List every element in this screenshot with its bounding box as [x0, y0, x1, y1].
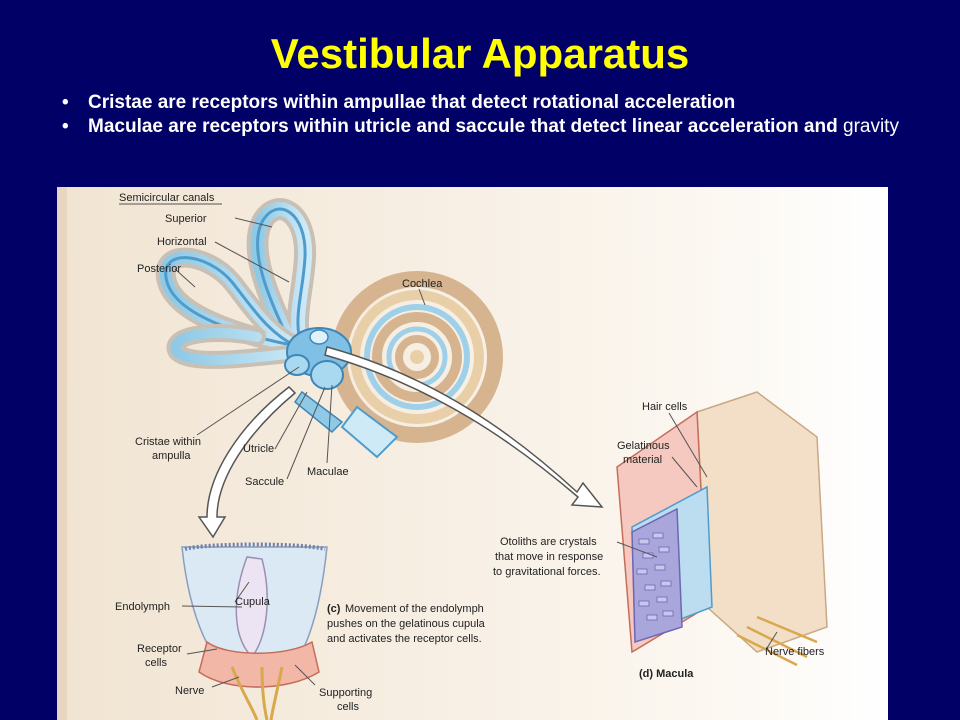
label-horizontal: Horizontal — [157, 236, 207, 248]
label-otoliths-3: to gravitational forces. — [493, 566, 601, 578]
bullet-cristae: Cristae are receptors within ampullae th… — [62, 92, 942, 113]
label-supporting-2: cells — [337, 701, 360, 713]
caption-c-line2: pushes on the gelatinous cupula — [327, 618, 486, 630]
label-utricle: Utricle — [243, 443, 274, 455]
caption-c-line3: and activates the receptor cells. — [327, 633, 482, 645]
label-superior: Superior — [165, 213, 207, 225]
label-posterior: Posterior — [137, 263, 181, 275]
label-maculae: Maculae — [307, 466, 349, 478]
label-endolymph: Endolymph — [115, 601, 170, 613]
label-saccule: Saccule — [245, 476, 284, 488]
label-cochlea: Cochlea — [402, 278, 443, 290]
label-nerve: Nerve — [175, 685, 204, 697]
cupula-panel — [181, 542, 328, 720]
vestibular-diagram: Semicircular canals Superior Horizontal … — [57, 187, 888, 720]
label-cristae-1: Cristae within — [135, 436, 201, 448]
caption-c-tag: (c) — [327, 603, 341, 615]
vestibule — [284, 327, 352, 434]
label-hair-cells: Hair cells — [642, 401, 688, 413]
label-gelatinous-1: Gelatinous — [617, 440, 670, 452]
leader-lines — [174, 217, 778, 688]
label-otoliths-2: that move in response — [495, 551, 603, 563]
caption-d: (d) Macula — [639, 668, 694, 680]
semicircular-canals — [155, 198, 318, 369]
label-semicircular-canals: Semicircular canals — [119, 192, 215, 204]
macula-panel — [616, 391, 828, 667]
label-otoliths-1: Otoliths are crystals — [500, 536, 597, 548]
bullet-list: Cristae are receptors within ampullae th… — [62, 92, 942, 140]
label-supporting-1: Supporting — [319, 687, 372, 699]
label-receptor-2: cells — [145, 657, 168, 669]
label-nerve-fibers: Nerve fibers — [765, 646, 825, 658]
label-cupula: Cupula — [235, 596, 271, 608]
arrows — [197, 346, 604, 539]
caption-c-line1: Movement of the endolymph — [345, 603, 484, 615]
slide-title: Vestibular Apparatus — [270, 30, 690, 77]
bullet-maculae: Maculae are receptors within utricle and… — [62, 116, 942, 137]
label-receptor-1: Receptor — [137, 643, 182, 655]
label-gelatinous-2: material — [623, 454, 662, 466]
label-cristae-2: ampulla — [152, 450, 191, 462]
